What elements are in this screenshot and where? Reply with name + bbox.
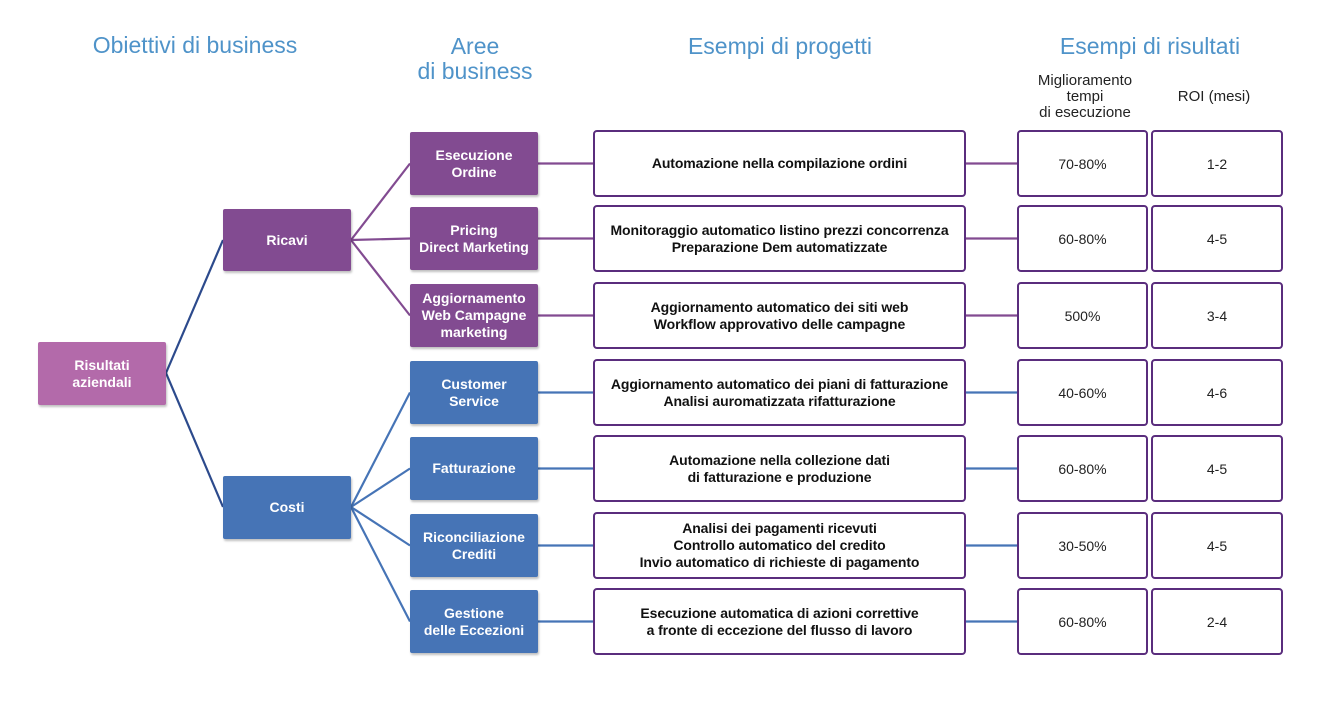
connector-objective-area: [350, 467, 411, 508]
improvement-box: 70-80%: [1017, 130, 1148, 197]
area-node: Riconciliazione Crediti: [410, 514, 538, 577]
project-box: Monitoraggio automatico listino prezzi c…: [593, 205, 966, 272]
header-results: Esempi di risultati: [1059, 33, 1241, 59]
improvement-box: 30-50%: [1017, 512, 1148, 579]
project-box: Automazione nella compilazione ordini: [593, 130, 966, 197]
improvement-box: 500%: [1017, 282, 1148, 349]
header-projects: Esempi di progetti: [687, 33, 873, 59]
project-box: Analisi dei pagamenti ricevuti Controllo…: [593, 512, 966, 579]
project-box: Esecuzione automatica di azioni corretti…: [593, 588, 966, 655]
area-node: Fatturazione: [410, 437, 538, 500]
connector-objective-area: [350, 391, 411, 508]
connector-root-costi: [164, 372, 225, 508]
area-node: Esecuzione Ordine: [410, 132, 538, 195]
project-box: Aggiornamento automatico dei siti web Wo…: [593, 282, 966, 349]
objective-ricavi: Ricavi: [223, 209, 351, 271]
connector-objective-area: [350, 162, 411, 241]
project-box: Aggiornamento automatico dei piani di fa…: [593, 359, 966, 426]
header-objectives: Obiettivi di business: [92, 32, 298, 58]
connector-objective-area: [350, 506, 411, 547]
improvement-box: 60-80%: [1017, 435, 1148, 502]
roi-box: 3-4: [1151, 282, 1283, 349]
connector-objective-area: [350, 506, 411, 623]
roi-box: 1-2: [1151, 130, 1283, 197]
roi-box: 4-5: [1151, 205, 1283, 272]
header-areas: Aree di business: [417, 33, 533, 84]
roi-box: 4-6: [1151, 359, 1283, 426]
area-node: Customer Service: [410, 361, 538, 424]
header-roi: ROI (mesi): [1177, 88, 1251, 105]
project-box: Automazione nella collezione dati di fat…: [593, 435, 966, 502]
area-node: Aggiornamento Web Campagne marketing: [410, 284, 538, 347]
area-node: Pricing Direct Marketing: [410, 207, 538, 270]
improvement-box: 60-80%: [1017, 588, 1148, 655]
improvement-box: 40-60%: [1017, 359, 1148, 426]
header-improvement: Miglioramento tempi di esecuzione: [1037, 72, 1133, 121]
connector-objective-area: [350, 237, 411, 242]
connector-root-ricavi: [164, 239, 225, 374]
root-node: Risultati aziendali: [38, 342, 166, 405]
improvement-box: 60-80%: [1017, 205, 1148, 272]
roi-box: 2-4: [1151, 588, 1283, 655]
objective-costi: Costi: [223, 476, 351, 539]
roi-box: 4-5: [1151, 435, 1283, 502]
area-node: Gestione delle Eccezioni: [410, 590, 538, 653]
roi-box: 4-5: [1151, 512, 1283, 579]
connector-objective-area: [350, 239, 411, 317]
